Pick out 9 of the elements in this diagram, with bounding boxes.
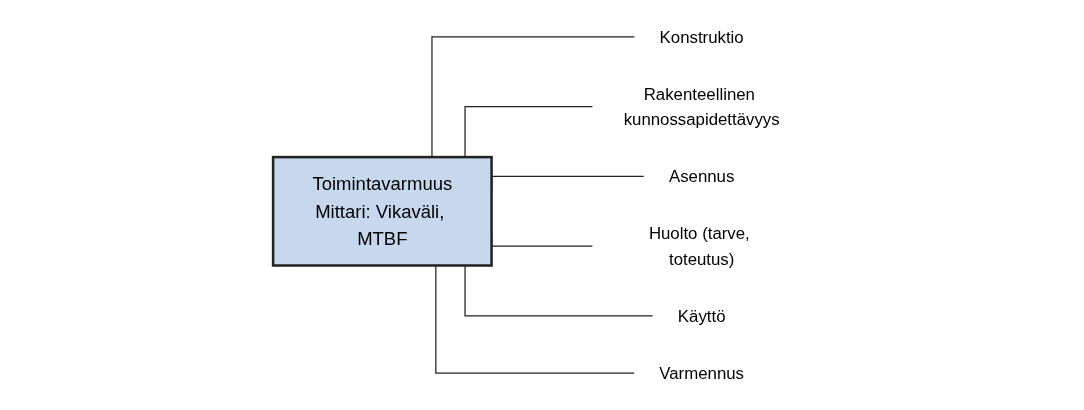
node-text: Käyttö [677,306,726,326]
node-box: Toimintavarmuus Mittari: Vikaväli, MTBF [271,155,493,267]
node-text: Varmennus [659,363,745,383]
node-text: Asennus [668,167,735,186]
connector [431,36,636,158]
connector [464,106,594,158]
node-text: Rakenteellinen kunnossapidettävyys [623,84,780,129]
node-text: Huolto (tarve, toteutus) [648,224,750,269]
node-text: Konstruktio [659,27,744,47]
